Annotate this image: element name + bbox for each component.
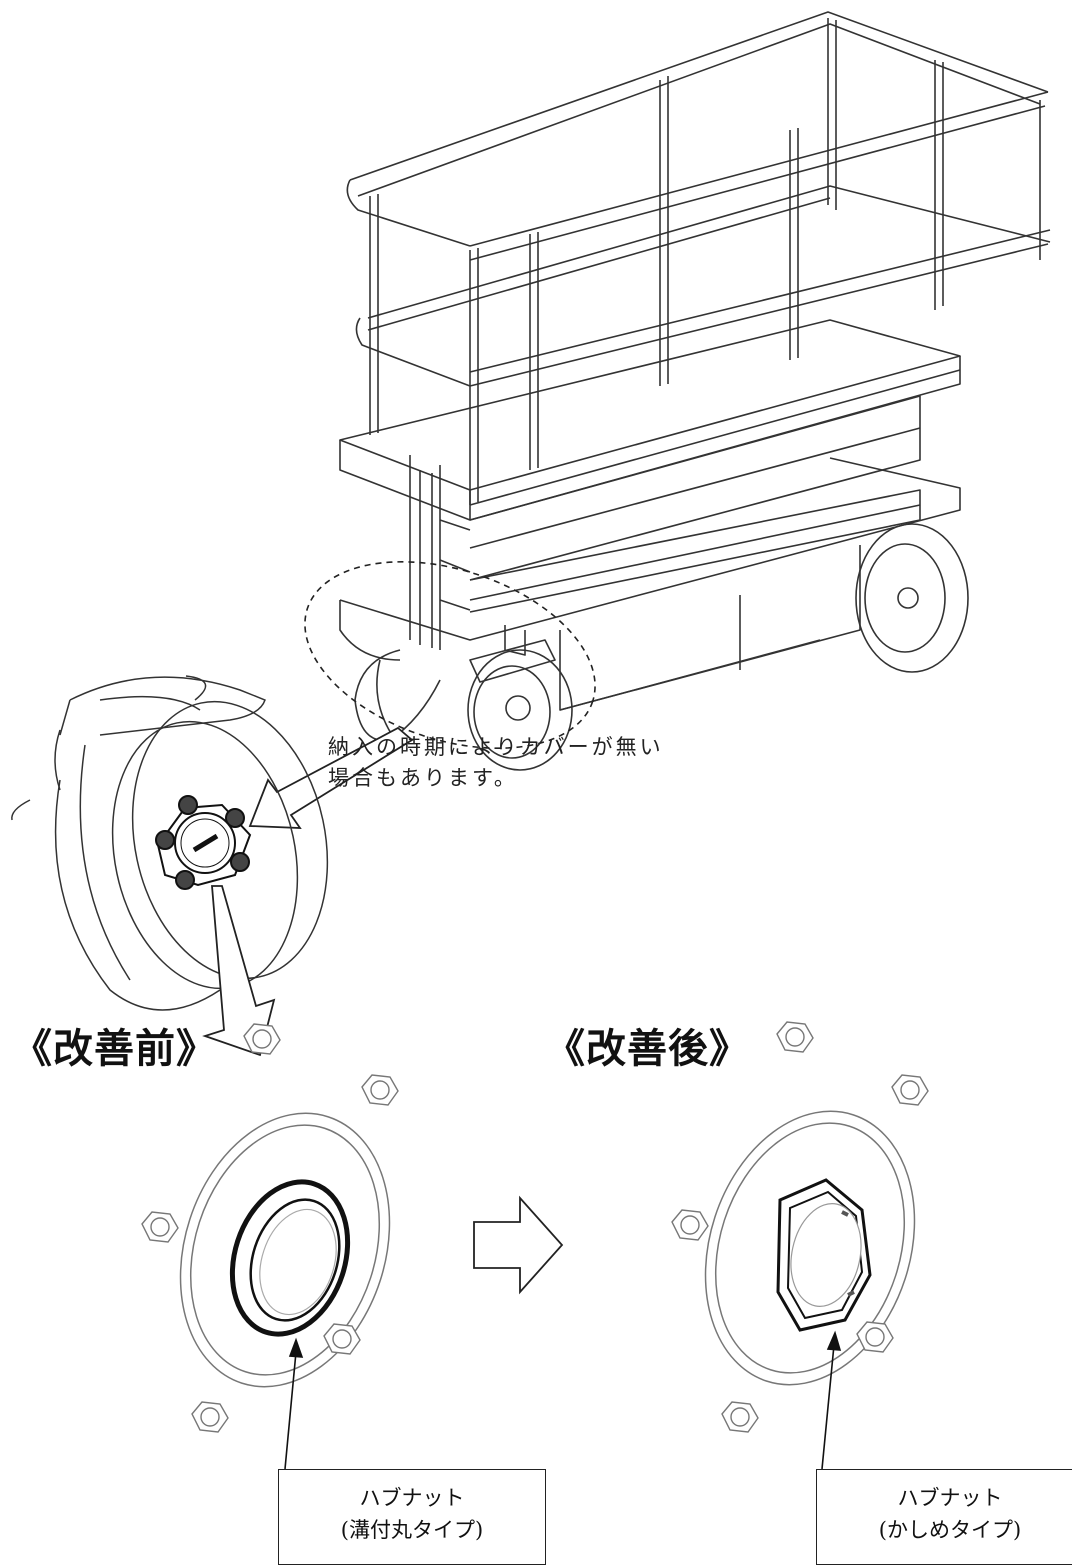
lug-nut-icon [141, 1023, 399, 1433]
label-before-line1: ハブナット [359, 1486, 465, 1510]
cover-note-line1: 納入の時期によりカバーが無い [328, 735, 664, 759]
label-pointer-before [284, 1337, 304, 1470]
before-heading: 《改善前》 [12, 1025, 217, 1072]
label-after-line1: ハブナット [897, 1486, 1003, 1510]
zoom-arrow-1 [248, 726, 414, 829]
label-after-line2: (かしめタイプ) [878, 1518, 1022, 1542]
cover-note-line2: 場合もあります。 [328, 766, 518, 790]
cover-note: 納入の時期によりカバーが無い 場合もあります。 [328, 732, 664, 794]
label-before-line2: (溝付丸タイプ) [340, 1518, 484, 1542]
highlight-ellipse [304, 561, 596, 749]
hub-before-illustration [141, 1023, 399, 1433]
hub-nut-label-after: ハブナット (かしめタイプ) [816, 1469, 1072, 1565]
scissor-lift-illustration [339, 11, 1051, 771]
hub-cover-icon [155, 795, 252, 890]
change-arrow-icon [473, 1195, 564, 1295]
after-heading: 《改善後》 [545, 1025, 750, 1072]
hub-after-illustration [671, 1021, 929, 1433]
label-pointer-after [821, 1330, 842, 1470]
lug-nut-icon [671, 1021, 929, 1433]
hub-nut-label-before: ハブナット (溝付丸タイプ) [278, 1469, 546, 1565]
